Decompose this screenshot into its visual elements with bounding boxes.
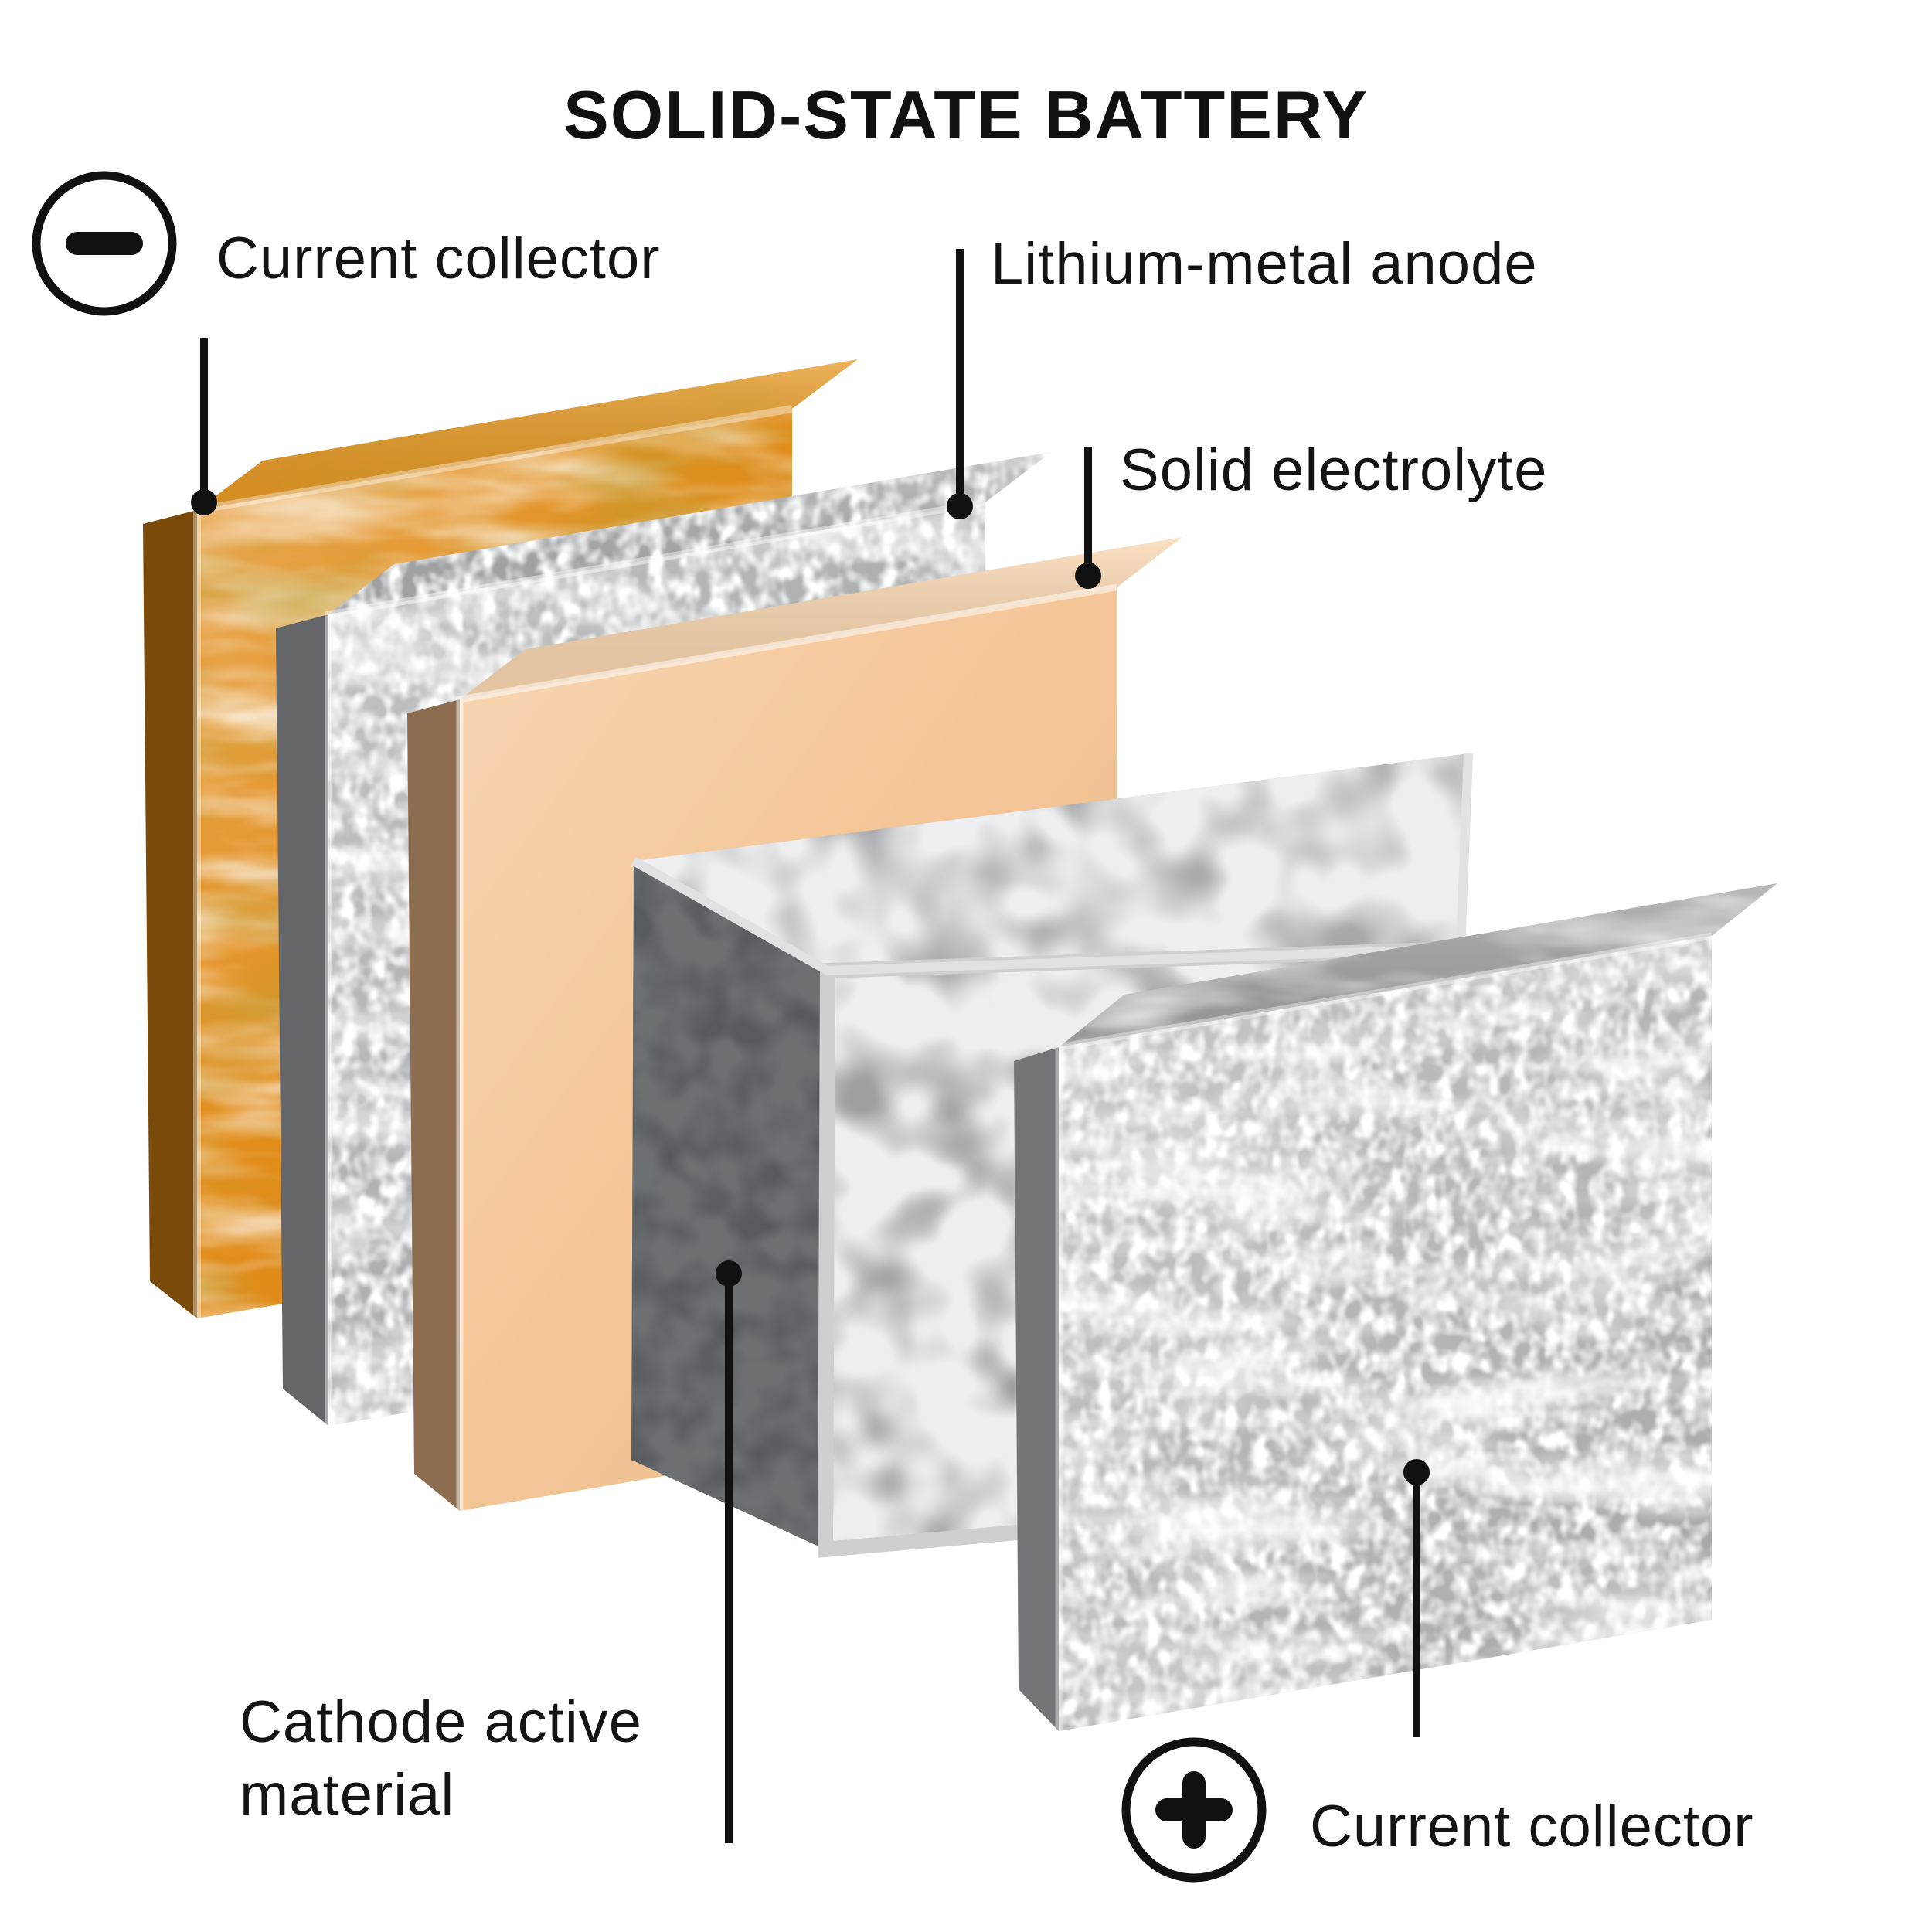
layer4-side-texture	[631, 861, 828, 1549]
layer2-bevel-highlight	[325, 498, 986, 1426]
label-cathode-active-material: Cathode active material	[240, 1686, 642, 1832]
layer1-side-face	[143, 510, 197, 1318]
leader-lines	[200, 249, 1420, 1843]
layer5-side-face	[1014, 1047, 1059, 1731]
layer3-top-shading	[460, 537, 1182, 699]
leader-dots	[191, 489, 1430, 1485]
layer1-top-texture	[197, 359, 858, 510]
label-cathode-line1: Cathode active	[240, 1689, 642, 1755]
layer4-top-texture-shade	[634, 753, 1468, 971]
plus-icon-v-bar	[1182, 1771, 1206, 1849]
diagram-title: SOLID-STATE BATTERY	[563, 77, 1369, 153]
leader-dot-anode	[947, 493, 973, 519]
label-current-collector-negative: Current collector	[216, 226, 661, 291]
leader-dot-electrolyte	[1075, 563, 1101, 589]
minus-icon-bar	[66, 232, 143, 255]
layer5-front-speckle	[1059, 936, 1712, 1731]
label-cathode-line2: material	[240, 1762, 455, 1828]
label-solid-electrolyte: Solid electrolyte	[1120, 437, 1548, 503]
layer2-top-texture	[328, 452, 1051, 614]
leader-dot-cathode	[716, 1260, 742, 1287]
leader-dot-collector-negative	[191, 489, 217, 515]
layer3-side-face	[407, 699, 460, 1511]
label-lithium-metal-anode: Lithium-metal anode	[991, 231, 1538, 297]
minus-icon	[32, 171, 177, 316]
layer3-bevel-highlight	[456, 583, 1117, 1511]
layer2-side-face	[276, 614, 328, 1426]
label-current-collector-positive: Current collector	[1310, 1794, 1754, 1859]
plus-icon	[1121, 1737, 1267, 1883]
layer4-edge-highlight	[631, 753, 1473, 976]
layer-current-collector-positive	[1014, 883, 1777, 1731]
layer5-bevel-highlight	[1055, 932, 1713, 1731]
layer5-top-texture	[1059, 883, 1777, 1047]
leader-dot-collector-positive	[1403, 1459, 1430, 1485]
